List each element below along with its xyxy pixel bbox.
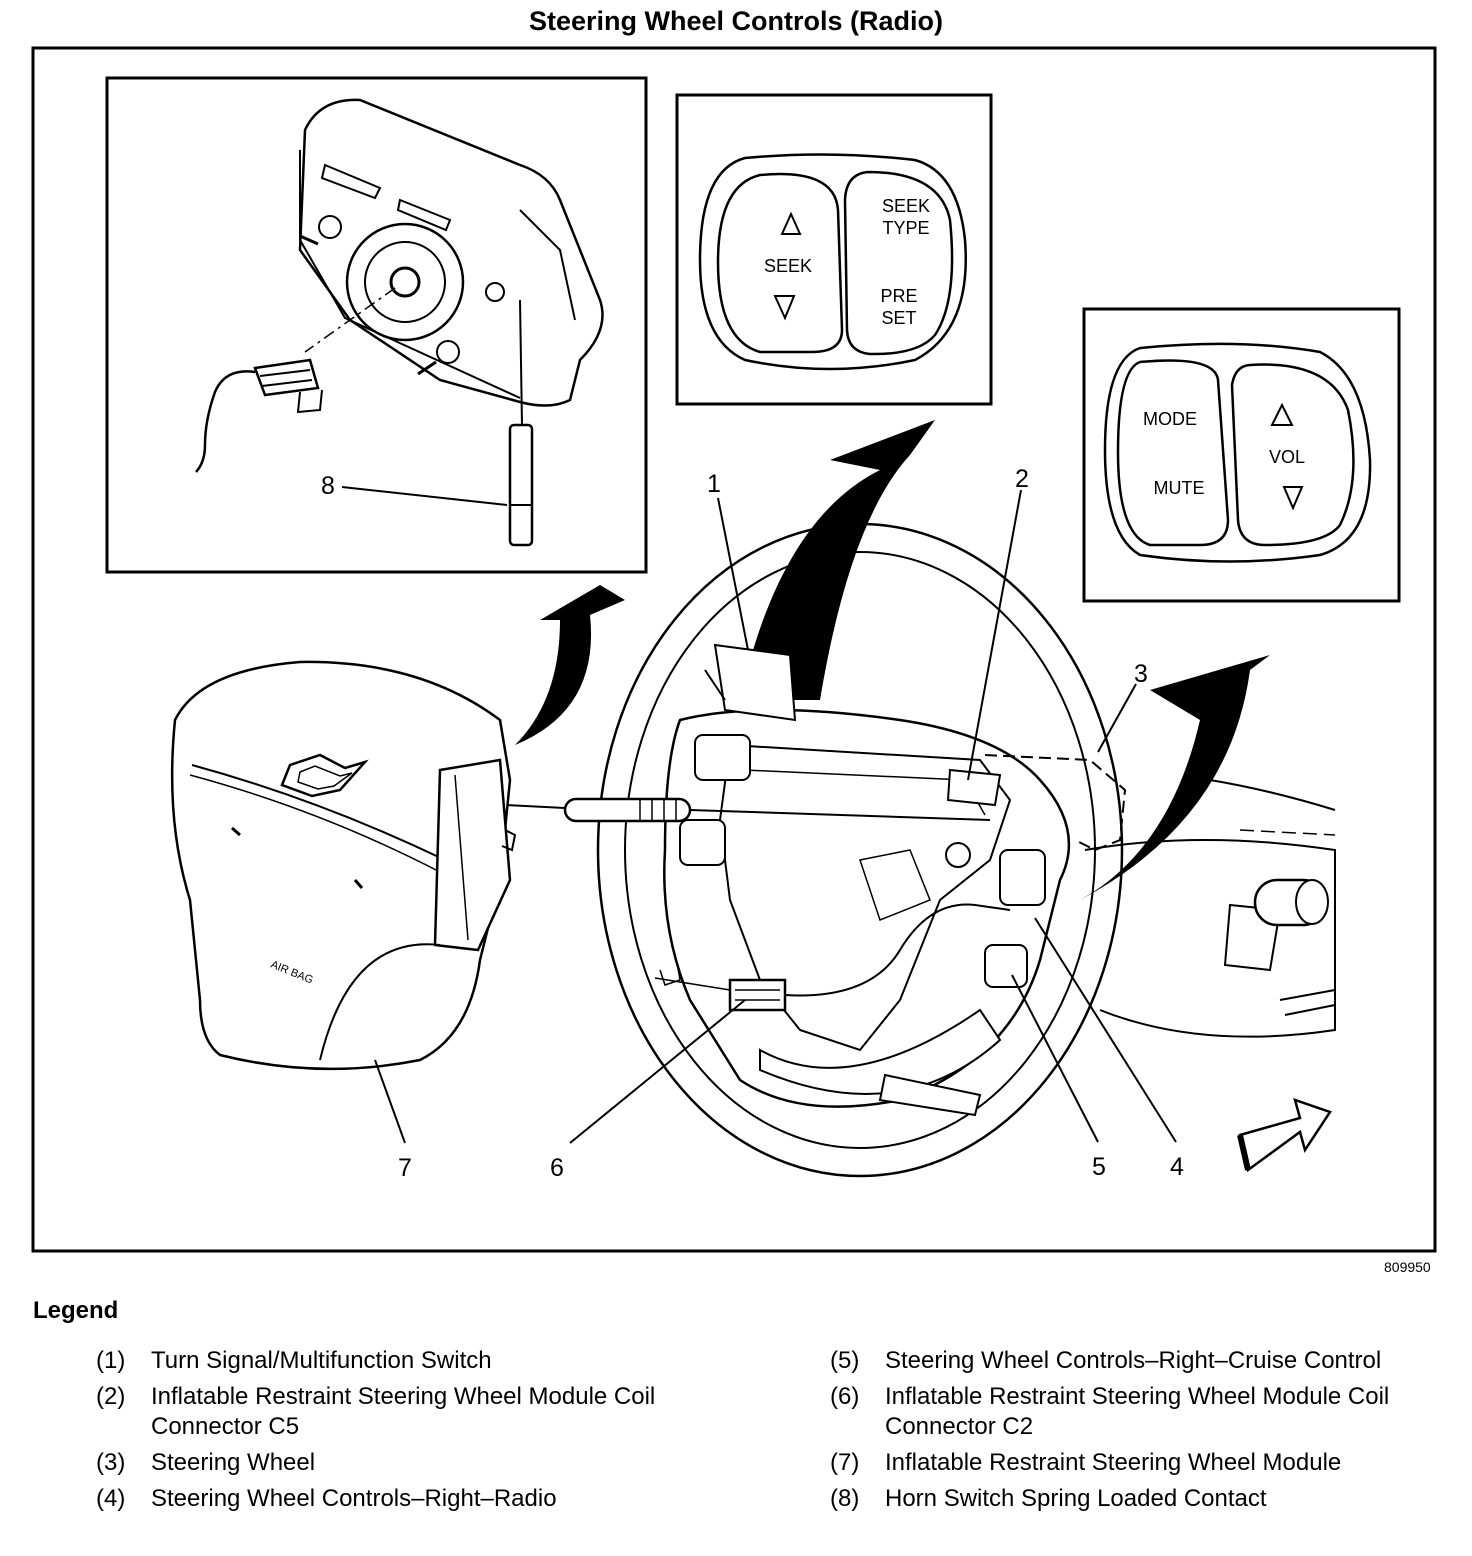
steering-wheel-assembly	[596, 522, 1336, 1178]
legend-item-text: Turn Signal/Multifunction Switch	[151, 1347, 492, 1374]
legend-item: (8) Horn Switch Spring Loaded Contact	[830, 1484, 1470, 1514]
seek-type-label-line1: SEEK	[882, 196, 930, 216]
legend-item-text: Steering Wheel Controls–Right–Cruise Con…	[885, 1347, 1382, 1374]
callout-7: 7	[398, 1154, 412, 1182]
airbag-module	[170, 660, 517, 1071]
view-arrow-mode-switch	[1080, 655, 1270, 900]
preset-label-line1: PRE	[880, 286, 917, 306]
legend-item: (3) Steering Wheel	[96, 1448, 736, 1478]
callout-3: 3	[1134, 660, 1148, 688]
legend-item-text: Inflatable Restraint Steering Wheel Modu…	[885, 1449, 1342, 1476]
callout-5: 5	[1092, 1153, 1106, 1181]
callout-2: 2	[1015, 465, 1029, 493]
legend-item-number: (3)	[96, 1449, 126, 1476]
front-direction-arrow	[1238, 1098, 1332, 1173]
legend-item: (6) Inflatable Restraint Steering Wheel …	[830, 1382, 1470, 1442]
mode-label: MODE	[1143, 409, 1197, 429]
callout-8: 8	[321, 472, 335, 500]
legend-item-number: (8)	[830, 1485, 860, 1512]
inset-mode-vol-switch	[1082, 307, 1401, 603]
seek-type-label-line2: TYPE	[882, 218, 929, 238]
legend-item-number: (2)	[96, 1383, 126, 1410]
seek-label: SEEK	[764, 256, 812, 276]
legend-column-left: (1) Turn Signal/Multifunction Switch (2)…	[96, 1346, 736, 1520]
legend-item: (4) Steering Wheel Controls–Right–Radio	[96, 1484, 736, 1514]
inset-airbag-rear	[105, 76, 648, 574]
legend-item-text: Steering Wheel Controls–Right–Radio	[151, 1485, 557, 1512]
view-arrow-seek-switch	[740, 420, 935, 700]
legend-item-text: Steering Wheel	[151, 1449, 316, 1476]
legend-item: (7) Inflatable Restraint Steering Wheel …	[830, 1448, 1470, 1478]
callout-6: 6	[550, 1154, 564, 1182]
vol-label: VOL	[1269, 447, 1305, 467]
inset-seek-switch	[675, 93, 993, 406]
view-arrow-airbag	[515, 585, 625, 745]
legend-column-right: (5) Steering Wheel Controls–Right–Cruise…	[830, 1346, 1470, 1520]
legend-item: (5) Steering Wheel Controls–Right–Cruise…	[830, 1346, 1470, 1376]
page-title: Steering Wheel Controls (Radio)	[528, 6, 944, 36]
legend-item: (1) Turn Signal/Multifunction Switch	[96, 1346, 736, 1376]
main-frame	[31, 46, 1437, 1253]
callout-4: 4	[1170, 1153, 1184, 1181]
horn-contact-lead	[504, 797, 991, 823]
callout-1: 1	[707, 470, 721, 498]
legend-title: Legend	[33, 1297, 119, 1324]
legend-item-number: (4)	[96, 1485, 126, 1512]
legend-item-text: Horn Switch Spring Loaded Contact	[885, 1485, 1267, 1512]
legend-item-text: Inflatable Restraint Steering Wheel Modu…	[151, 1383, 656, 1440]
legend-item-number: (6)	[830, 1383, 860, 1410]
legend-item-text: Inflatable Restraint Steering Wheel Modu…	[885, 1383, 1390, 1440]
legend-item-number: (5)	[830, 1347, 860, 1374]
figure-id: 809950	[1384, 1259, 1431, 1275]
legend-item-number: (1)	[96, 1347, 126, 1374]
legend-item: (2) Inflatable Restraint Steering Wheel …	[96, 1382, 736, 1442]
leader-lines	[374, 489, 1177, 1144]
diagram-canvas: SEEK SEEK TYPE PRE SET MODE MUTE VOL	[31, 46, 1437, 1253]
mute-label: MUTE	[1154, 478, 1205, 498]
legend-item-number: (7)	[830, 1449, 860, 1476]
preset-label-line2: SET	[881, 308, 916, 328]
